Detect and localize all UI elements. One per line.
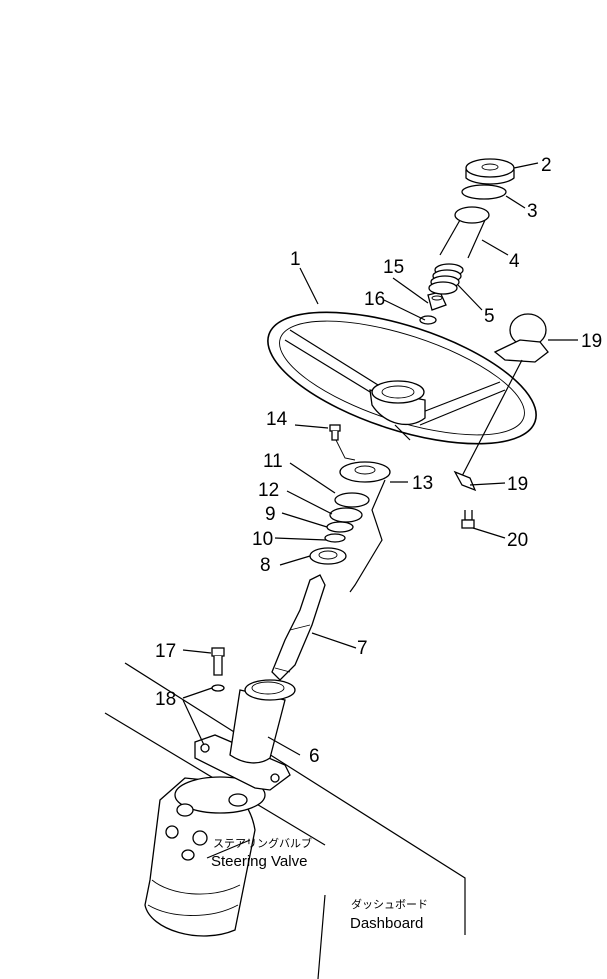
horn-button-4 [439, 206, 490, 259]
callout-14: 14 [266, 409, 288, 430]
ring-10 [324, 533, 346, 543]
spinner-knob-19 [459, 313, 549, 481]
ring-9 [326, 521, 354, 533]
steering-wheel [267, 311, 537, 445]
steering-valve [144, 776, 266, 937]
region-labels: ステアリングバルブ Steering Valve ダッシュボード Dashboa… [211, 836, 428, 932]
callout-numbers: 1 2 3 4 5 6 7 8 9 10 11 12 13 14 15 16 1… [155, 155, 602, 767]
screw-14 [329, 424, 356, 461]
washer-16 [419, 315, 437, 325]
contact-plate-13 [339, 461, 391, 593]
cap-2 [465, 158, 515, 185]
callout-19-knob: 19 [581, 331, 602, 352]
callout-7: 7 [357, 638, 368, 659]
steering-column-tube [194, 679, 296, 791]
dashboard-label-jp: ダッシュボード [351, 897, 428, 911]
steering-shaft [271, 574, 326, 681]
spring-5 [428, 263, 464, 295]
callout-2: 2 [541, 155, 552, 176]
callout-6: 6 [309, 746, 320, 767]
callout-4: 4 [509, 251, 520, 272]
bolt-17 [211, 647, 225, 676]
steering-valve-label-jp: ステアリングバルブ [213, 836, 312, 850]
callout-15: 15 [383, 257, 404, 278]
callout-18: 18 [155, 689, 176, 710]
callout-9: 9 [265, 504, 276, 525]
callout-12: 12 [258, 480, 279, 501]
leader-lines [182, 162, 578, 859]
callout-19-clip: 19 [507, 474, 528, 495]
callout-17: 17 [155, 641, 176, 662]
callout-8: 8 [260, 555, 271, 576]
ring-11 [334, 492, 370, 508]
callout-3: 3 [527, 201, 538, 222]
clip-19 [453, 470, 477, 492]
callout-20: 20 [507, 530, 528, 551]
ring-12 [329, 507, 363, 523]
callout-13: 13 [412, 473, 433, 494]
nut-15 [427, 291, 447, 311]
bolt-20 [461, 510, 475, 529]
bearing-8 [309, 547, 347, 565]
callout-16: 16 [364, 289, 385, 310]
dashboard-label: Dashboard [350, 915, 423, 932]
callout-5: 5 [484, 306, 495, 327]
washer-18 [211, 684, 225, 692]
steering-valve-label: Steering Valve [211, 853, 307, 870]
callout-1: 1 [290, 249, 301, 270]
callout-11: 11 [263, 451, 283, 472]
ring-3 [461, 184, 507, 200]
callout-10: 10 [252, 529, 273, 550]
